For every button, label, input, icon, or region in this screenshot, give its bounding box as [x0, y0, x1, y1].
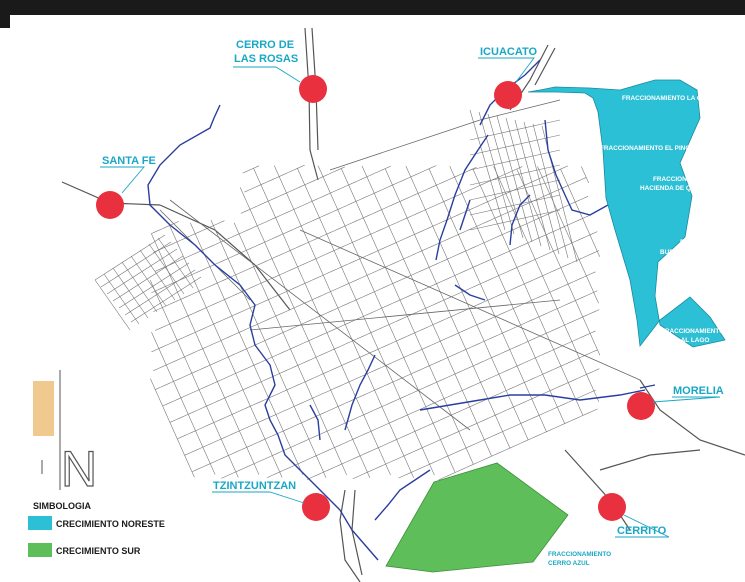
- north-arrow: N: [33, 370, 98, 498]
- zone-label-cerro-azul-1: FRACCIONAMIENTO: [548, 551, 611, 558]
- marker-morelia: [627, 392, 655, 420]
- legend-label-noreste: CRECIMIENTO NORESTE: [56, 519, 165, 529]
- marker-icuacato: [494, 81, 522, 109]
- street-grid: [94, 99, 641, 481]
- marker-santa-fe: [96, 191, 124, 219]
- zone-label-la-canada: FRACCIONAMIENTO LA CAÑADA: [622, 93, 725, 102]
- marker-cerro-rosas: [299, 75, 327, 103]
- zone-label-hacienda-2: HACIENDA DE QUIROGA: [640, 185, 717, 192]
- place-label-morelia: MORELIA: [673, 385, 724, 397]
- place-label-cerrito: CERRITO: [617, 525, 667, 537]
- zone-label-el-pino: FRACCIONAMIENTO EL PINO: [600, 145, 690, 152]
- place-label-cerro-rosas: LAS ROSAS: [234, 53, 298, 65]
- legend-title: SIMBOLOGIA: [33, 501, 91, 511]
- header-bar: [0, 0, 745, 28]
- zone-label-hacienda-1: FRACCIONAMIENTO: [653, 176, 716, 183]
- zone-label-buena-vista-1: FRACCIONAMIENTO: [680, 239, 743, 246]
- zone-label-vista-lago-2: VISTA AL LAGO: [661, 337, 709, 344]
- zone-label-vista-lago-1: FRACCIONAMIENTO: [661, 328, 724, 335]
- place-label-tzintzuntzan: TZINTZUNTZAN: [213, 480, 296, 492]
- legend: SIMBOLOGIA CRECIMIENTO NORESTE CRECIMIEN…: [28, 501, 165, 557]
- north-arrow-bar: [33, 381, 54, 436]
- legend-swatch-noreste: [28, 516, 52, 530]
- legend-swatch-sur: [28, 543, 52, 557]
- marker-tzintzuntzan: [302, 493, 330, 521]
- crecimiento-sur-zone: [385, 462, 569, 573]
- place-label-cerro-rosas-line1: CERRO DE: [236, 39, 294, 51]
- legend-label-sur: CRECIMIENTO SUR: [56, 546, 141, 556]
- place-markers: [96, 75, 655, 521]
- callout-lines: [100, 57, 721, 538]
- zone-label-cerro-azul-2: CERRO AZUL: [548, 560, 590, 567]
- rivers: [147, 59, 656, 561]
- crecimiento-noreste-zone: [527, 79, 726, 348]
- marker-cerrito: [598, 493, 626, 521]
- zone-label-buena-vista-2: BUENA VISTA: [660, 249, 703, 256]
- place-label-icuacato: ICUACATO: [480, 46, 537, 58]
- place-label-santa-fe: SANTA FE: [102, 155, 156, 167]
- north-label: N: [61, 441, 97, 497]
